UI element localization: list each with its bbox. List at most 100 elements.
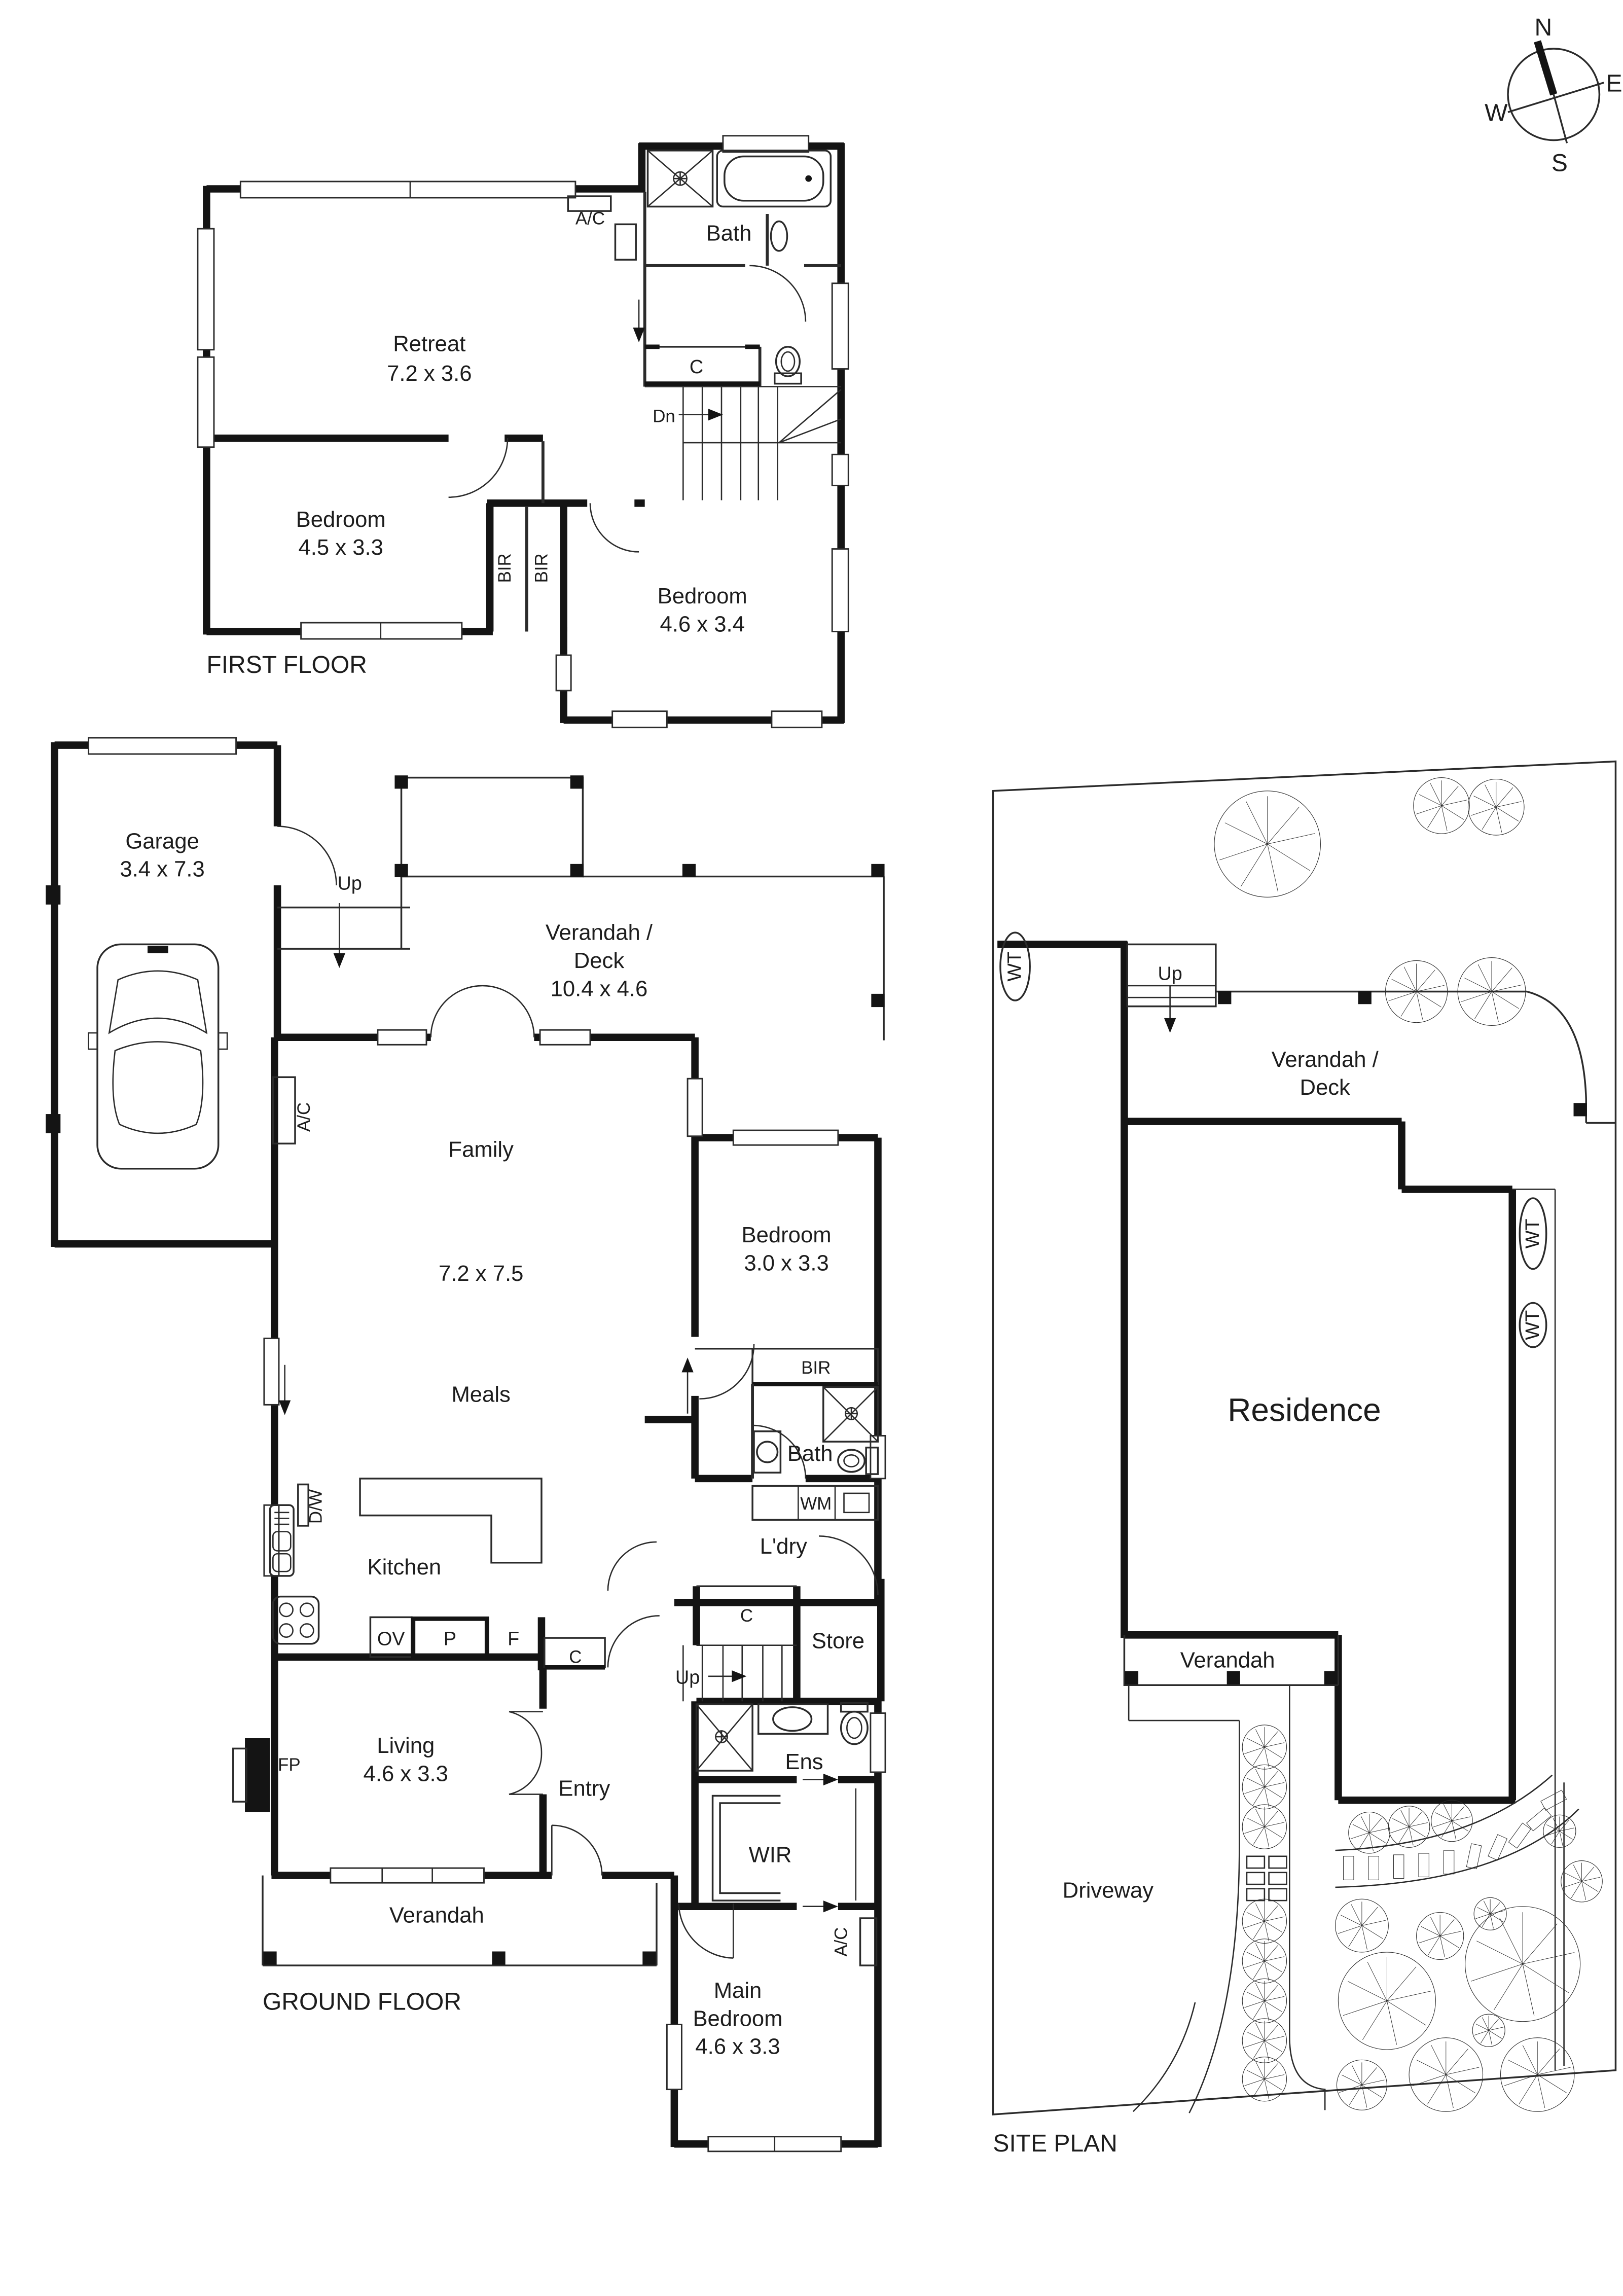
ac-unit-main	[859, 1917, 878, 1966]
pantry-box	[411, 1616, 489, 1660]
main-bedroom-dims: 4.6 x 3.3	[695, 2034, 780, 2059]
wm-label: WM	[800, 1494, 832, 1514]
bedroom-window	[732, 1129, 839, 1146]
retreat-label: Retreat	[393, 332, 465, 356]
site-verandah-label: Verandah	[1180, 1647, 1275, 1672]
kitchen-bench	[359, 1478, 543, 1564]
family-window-2	[539, 1029, 591, 1046]
bir1-label: BIR	[495, 553, 515, 583]
site-verandah-deck-2: Deck	[1300, 1075, 1350, 1100]
kitchen-label: Kitchen	[368, 1555, 442, 1580]
compass-needle-icon	[1534, 40, 1558, 96]
fireplace-icon	[232, 1738, 270, 1812]
family-french-doors	[430, 985, 535, 1037]
verandah-label-gf: Verandah	[389, 1903, 484, 1928]
bedroom1-dims: 4.5 x 3.3	[299, 535, 383, 560]
garden-paths	[1132, 1774, 1579, 2112]
bedroom2-dims: 4.6 x 3.4	[660, 612, 744, 636]
bedroom1-label: Bedroom	[296, 507, 386, 532]
verandah-deck-dims: 10.4 x 4.6	[551, 976, 648, 1001]
ens-vanity-icon	[757, 1703, 829, 1735]
ens-shower-icon	[695, 1703, 753, 1772]
family-east-window	[687, 1078, 703, 1137]
site-trees	[1214, 778, 1602, 2112]
ground-floor-walls	[270, 1033, 885, 2148]
bedroom2-east-window	[831, 548, 849, 632]
site-plan-title: SITE PLAN	[993, 2130, 1117, 2157]
up-deck-label: Up	[337, 873, 362, 894]
residence-label: Residence	[1228, 1391, 1381, 1428]
ov-label: OV	[377, 1629, 405, 1650]
dishwasher-icon	[297, 1483, 309, 1527]
compass-east-label: E	[1606, 70, 1622, 97]
main-bedroom-label-1: Main	[714, 1978, 762, 2003]
site-plan: Residence Up Verandah / Deck WT WT WT	[992, 760, 1617, 2157]
retreat-west-window-2	[197, 356, 215, 448]
ac-unit-family	[272, 1076, 296, 1145]
fp-label: FP	[278, 1755, 301, 1775]
front-verandah-outline	[262, 1875, 658, 1966]
wt-marker-2: WT	[1519, 1197, 1547, 1270]
site-verandah-deck-1: Verandah /	[1272, 1047, 1379, 1072]
hall-doors	[607, 1541, 660, 1668]
bath-door	[749, 265, 807, 322]
ground-floor-plan: Garage 3.4 x 7.3 Up Verandah / Deck 10.4…	[46, 737, 886, 2152]
kitchen-window	[263, 1504, 280, 1577]
first-floor-plan: Retreat 7.2 x 3.6 Bath A/C C Dn Bedroom …	[197, 135, 849, 729]
dn-label: Dn	[653, 406, 675, 426]
bedroom2-south-window-1	[611, 710, 668, 729]
entry-label: Entry	[558, 1776, 610, 1801]
living-window	[330, 1867, 485, 1884]
bath-door-gf	[752, 1424, 807, 1479]
bedroom2-label: Bedroom	[658, 584, 747, 608]
ens-toilet-icon	[840, 1702, 869, 1745]
main-bedroom-label-2: Bedroom	[693, 2006, 782, 2031]
verandah-deck-outline	[394, 775, 885, 1041]
ens-east-window	[870, 1712, 886, 1773]
store-label: Store	[812, 1628, 864, 1653]
garage-dims: 3.4 x 7.3	[120, 857, 204, 882]
garage-walls	[51, 741, 281, 1248]
wt1-label: WT	[1004, 952, 1026, 982]
living-dims: 4.6 x 3.3	[364, 1761, 448, 1786]
site-deck	[1126, 943, 1616, 1124]
mainbed-west-window	[666, 2024, 682, 2091]
front-door	[551, 1824, 603, 1876]
compass-south-label: S	[1552, 150, 1568, 177]
first-floor-stairs	[644, 386, 842, 500]
ac-unit-icon	[614, 223, 637, 261]
first-floor-interior-walls	[206, 435, 645, 632]
verandah-deck-label-2: Deck	[574, 948, 625, 973]
east-window-2	[831, 453, 849, 486]
retreat-west-window	[197, 228, 215, 351]
bir-label: BIR	[801, 1358, 831, 1378]
verandah-deck-label-1: Verandah /	[546, 920, 653, 945]
closet-label: C	[690, 356, 703, 378]
first-floor-title: FIRST FLOOR	[206, 652, 367, 678]
laundry-door	[819, 1535, 879, 1595]
compass-west-label: W	[1485, 100, 1508, 127]
toilet-icon	[774, 346, 802, 385]
up-stairs-label: Up	[675, 1667, 700, 1688]
wir-robe	[711, 1795, 781, 1902]
retreat-dims: 7.2 x 3.6	[387, 361, 472, 386]
toilet-icon-gf	[837, 1446, 879, 1475]
bedroom2-west-window	[555, 654, 572, 692]
family-label: Family	[448, 1137, 514, 1162]
wt-marker-3: WT	[1519, 1302, 1547, 1348]
living-double-doors	[509, 1711, 543, 1795]
sink-icon	[269, 1504, 295, 1577]
laundry-bench	[751, 1485, 879, 1521]
garage-door	[277, 826, 337, 886]
site-verandah-outline	[1123, 1635, 1340, 1686]
bedroom-dims: 3.0 x 3.3	[744, 1251, 828, 1276]
compass-rose: N E W S	[1485, 14, 1622, 177]
driveway-lines	[1128, 1685, 1326, 2113]
living-label: Living	[377, 1733, 435, 1758]
east-window-1	[831, 282, 849, 370]
family-dims: 7.2 x 7.5	[439, 1261, 523, 1286]
f-label: F	[508, 1629, 519, 1650]
main-bedroom-door	[678, 1903, 734, 1959]
